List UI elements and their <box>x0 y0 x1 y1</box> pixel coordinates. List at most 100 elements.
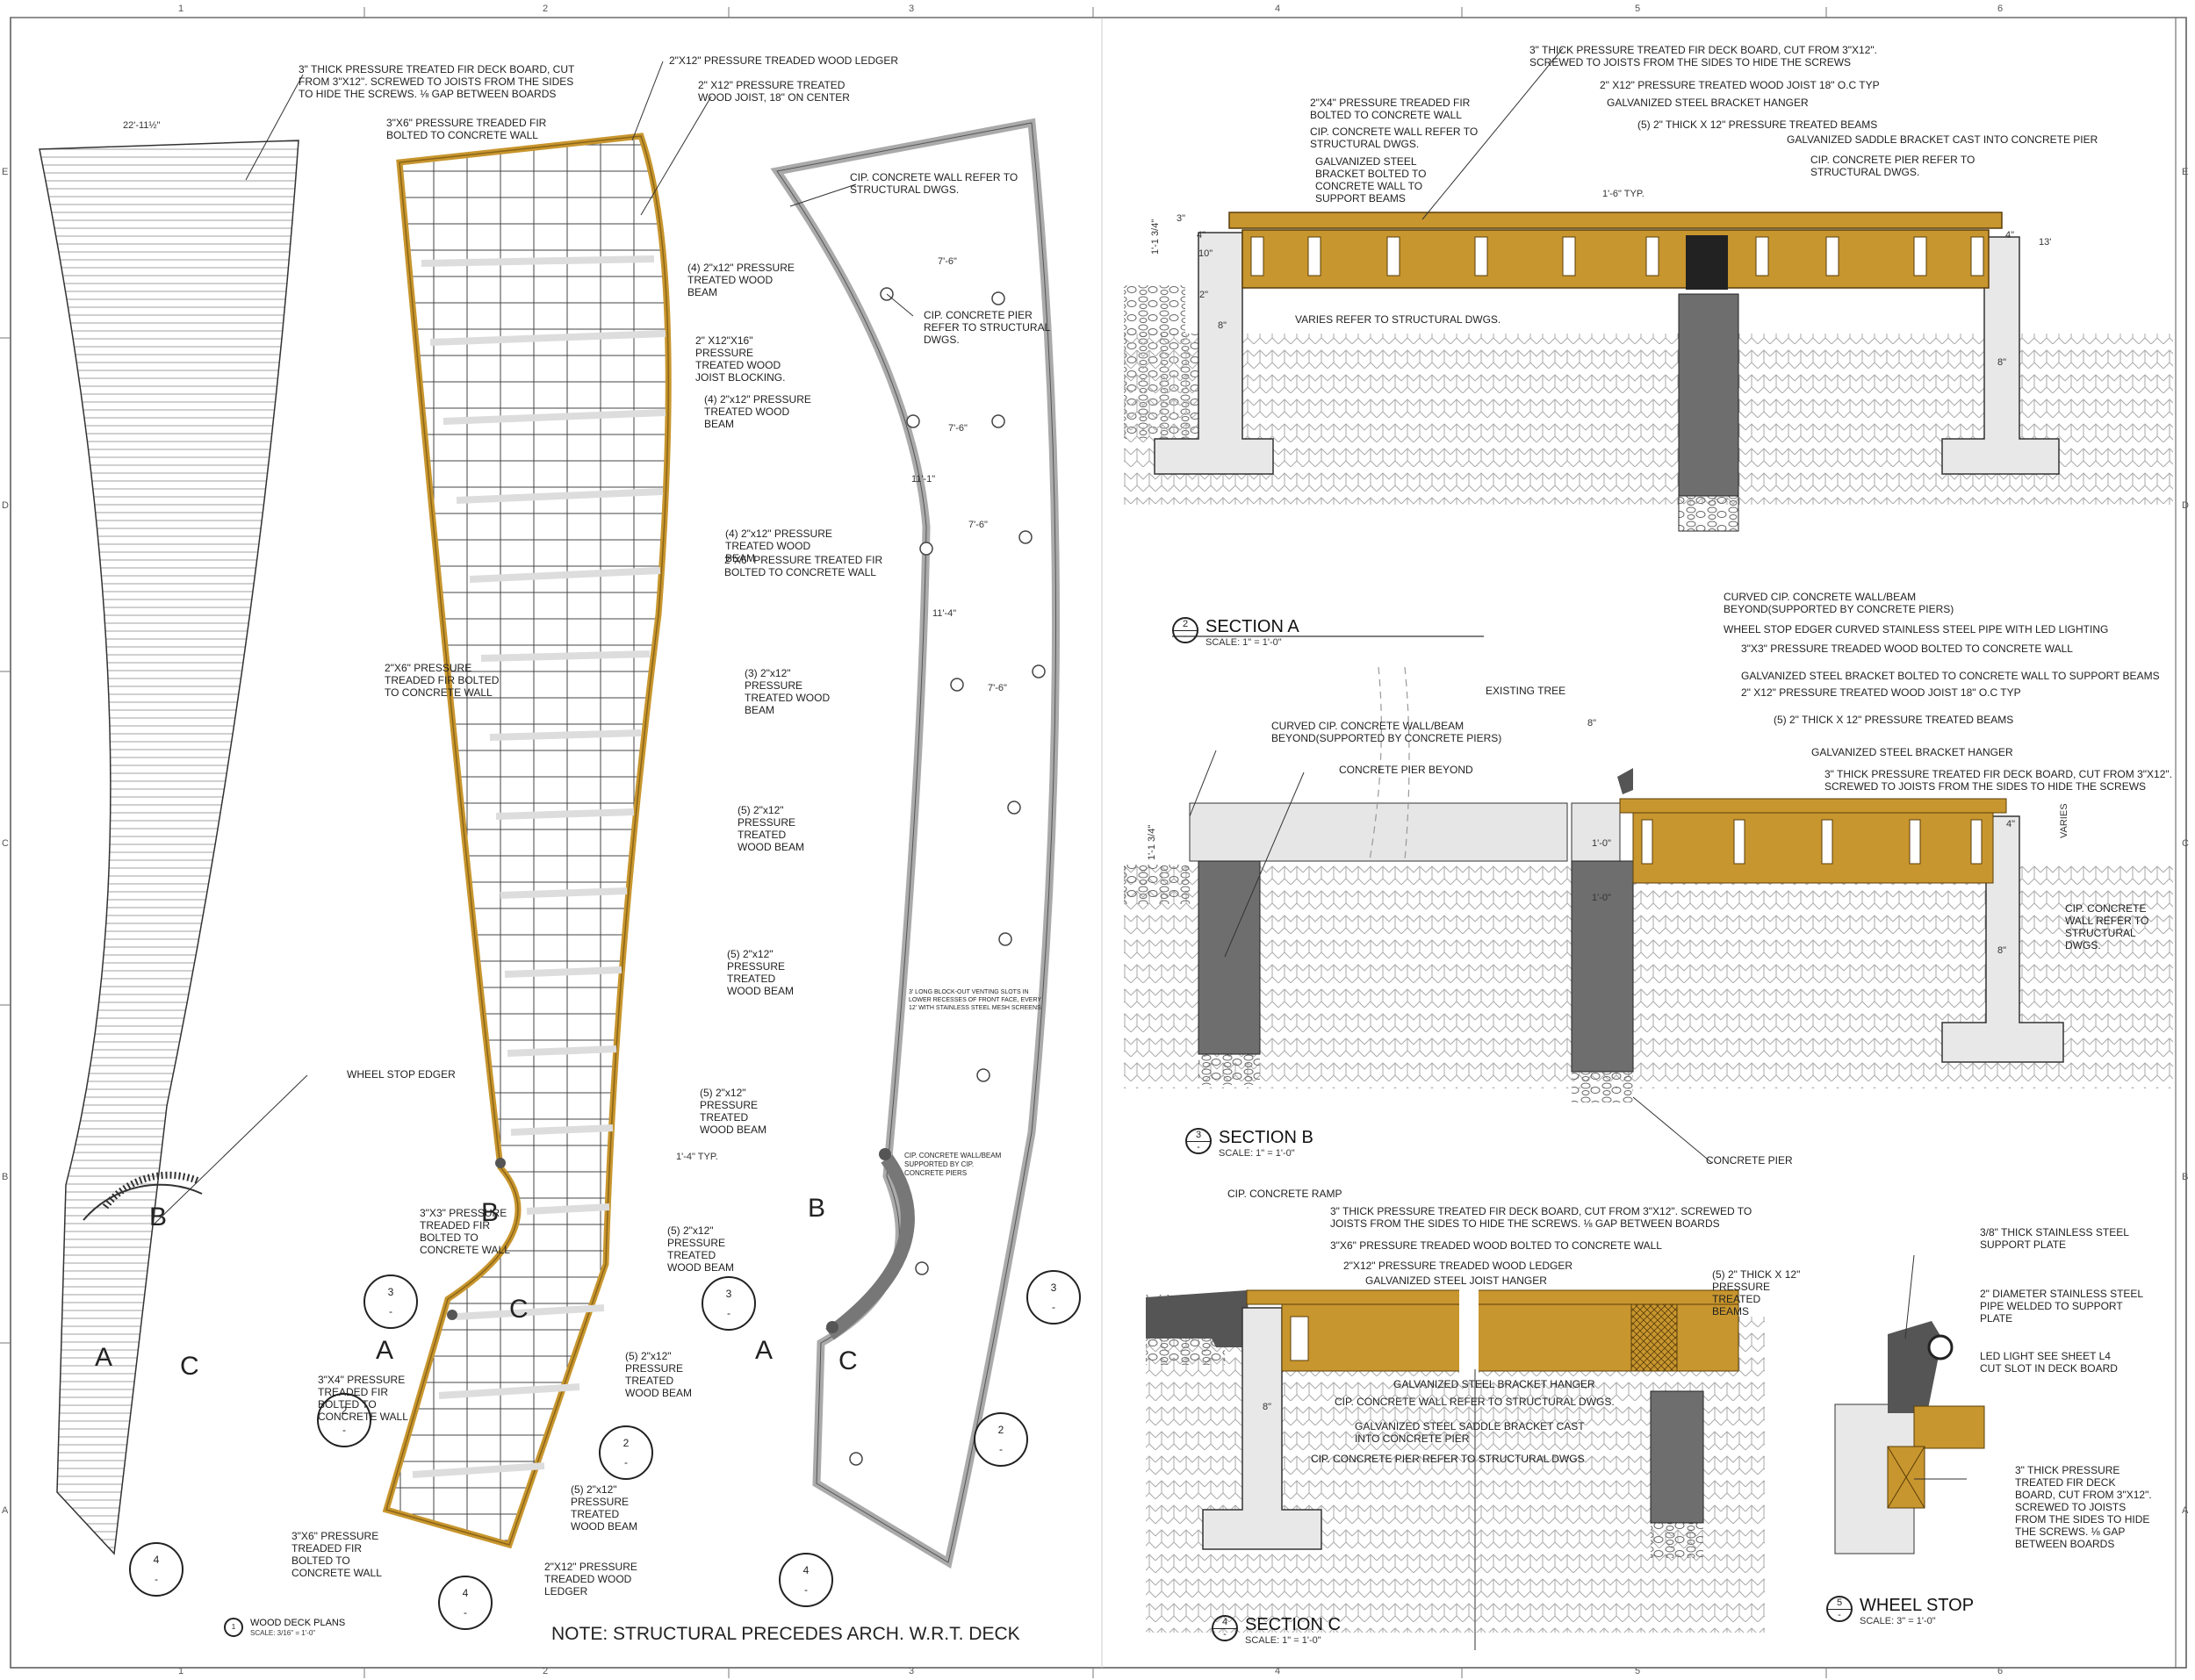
cip-beam-note: CIP. CONCRETE WALL/BEAM SUPPORTED BY CIP… <box>904 1152 1002 1177</box>
section-c-drawing <box>1146 1283 1765 1650</box>
grid-row-e-right: E <box>2182 167 2189 177</box>
grid-col-6-bottom: 6 <box>1997 1666 2004 1676</box>
beam-note-7: (5) 2"x12" PRESSURE TREATED WOOD BEAM <box>700 1087 767 1136</box>
section-c-scale: SCALE: 1" = 1'-0" <box>1245 1635 1321 1646</box>
blocking-note: 2" X12"X16" PRESSURE TREATED WOOD JOIST … <box>695 334 786 384</box>
section-c-pier-note: CIP. CONCRETE PIER REFER TO STRUCTURAL D… <box>1311 1453 1585 1465</box>
section-b-pier-beyond-note: CONCRETE PIER BEYOND <box>1339 764 1473 776</box>
ledger-bottom-note: 2"X12" PRESSURE TREADED WOOD LEDGER <box>544 1561 637 1597</box>
section-b-3x3-note: 3"X3" PRESSURE TREADED WOOD BOLTED TO CO… <box>1741 643 2073 655</box>
fir-mid-note: 2"X6" PRESSURE TREATED FIR BOLTED TO CON… <box>724 554 883 578</box>
plan3-tag-c: C <box>838 1346 858 1375</box>
section-a-wall-note: CIP. CONCRETE WALL REFER TO STRUCTURAL D… <box>1310 126 1479 150</box>
plan-marker-2c[interactable]: 2 <box>997 1424 1004 1436</box>
section-a-dim-2: 4" <box>1197 230 1206 241</box>
section-c-3x6-note: 3"X6" PRESSURE TREADED WOOD BOLTED TO CO… <box>1330 1239 1662 1252</box>
wheel-stop-deck-note: 3" THICK PRESSURE TREATED FIR DECK BOARD… <box>2015 1464 2152 1550</box>
section-a-dim-1: 3" <box>1177 213 1186 224</box>
fir-3x3-note: 3"X3" PRESSURE TREADED FIR BOLTED TO CON… <box>420 1207 510 1256</box>
section-a-title: SECTION A <box>1205 617 1299 636</box>
grid-col-5-bottom: 5 <box>1635 1666 1641 1676</box>
pier-dimension-4: 7'-6" <box>988 683 1007 693</box>
section-a-dim-4: 1'-1 3/4" <box>1150 219 1161 255</box>
grid-row-c: C <box>2 838 9 849</box>
section-b-drawing <box>1124 666 2173 1102</box>
joist-typ-dimension: 1'-4" TYP. <box>676 1152 718 1162</box>
section-b-curved-wall-note-2: CURVED CIP. CONCRETE WALL/BEAM BEYOND(SU… <box>1271 720 1502 744</box>
plan3-tag-a: A <box>755 1336 774 1365</box>
section-b-wall-note: CIP. CONCRETE WALL REFER TO STRUCTURAL D… <box>2065 902 2149 951</box>
section-b-tree-note: EXISTING TREE <box>1486 685 1566 697</box>
section-a-beams-note: (5) 2" THICK X 12" PRESSURE TREATED BEAM… <box>1637 118 1878 131</box>
plan-marker-4c[interactable]: 4 <box>802 1564 810 1576</box>
plan-title: WOOD DECK PLANS <box>250 1618 346 1628</box>
plan-marker-3a[interactable]: 3 <box>387 1286 394 1298</box>
wheel-stop-led-note: LED LIGHT SEE SHEET L4 CUT SLOT IN DECK … <box>1980 1350 2118 1375</box>
section-c-bubble: 4- <box>1212 1615 1238 1641</box>
plan2-tag-a: A <box>376 1336 394 1365</box>
plan-title-block: 1 WOOD DECK PLANS SCALE: 3/16" = 1'-0" <box>224 1618 345 1638</box>
section-c-ledger-note: 2"X12" PRESSURE TREADED WOOD LEDGER <box>1343 1260 1573 1272</box>
section-a-pier-note: CIP. CONCRETE PIER REFER TO STRUCTURAL D… <box>1810 154 1976 178</box>
grid-row-b: B <box>2 1172 9 1182</box>
section-a-typ-dim: 1'-6" TYP. <box>1602 189 1644 199</box>
plan-marker-2c-sheet: - <box>999 1443 1003 1455</box>
grid-row-a-right: A <box>2182 1505 2189 1516</box>
plan1-tag-a: A <box>95 1343 113 1372</box>
plan-marker-3b[interactable]: 3 <box>725 1288 732 1300</box>
section-b-dim-1: 8" <box>1587 718 1597 729</box>
grid-col-4-bottom: 4 <box>1275 1666 1281 1676</box>
plan-top-dimension: 22'-11½" <box>123 120 161 131</box>
fir-top-note: 3"X6" PRESSURE TREADED FIR BOLTED TO CON… <box>386 117 547 141</box>
plan-marker-4a[interactable]: 4 <box>153 1554 160 1566</box>
ledger-note: 2"X12" PRESSURE TREADED WOOD LEDGER <box>669 54 899 67</box>
beam-note-6: (5) 2"x12" PRESSURE TREATED WOOD BEAM <box>727 948 795 997</box>
section-a-bracket-note: GALVANIZED STEEL BRACKET BOLTED TO CONCR… <box>1315 155 1427 205</box>
grid-row-e: E <box>2 167 9 177</box>
plan-marker-2b[interactable]: 2 <box>623 1437 630 1449</box>
wheel-stop-bubble: 5- <box>1826 1596 1853 1622</box>
grid-row-a: A <box>2 1505 9 1516</box>
grid-col-2-bottom: 2 <box>543 1666 549 1676</box>
grid-row-b-right: B <box>2182 1172 2189 1182</box>
section-b-pier-note: CONCRETE PIER <box>1706 1154 1793 1167</box>
section-b-wheel-stop-note: WHEEL STOP EDGER CURVED STAINLESS STEEL … <box>1724 623 2109 635</box>
section-a-drawing <box>1124 212 2173 532</box>
plan-marker-4a-sheet: - <box>155 1573 158 1585</box>
plan1-tag-c: C <box>180 1352 199 1381</box>
grid-col-5: 5 <box>1635 4 1641 14</box>
wheel-stop-title: WHEEL STOP <box>1860 1596 1975 1615</box>
section-b-bracket-note: GALVANIZED STEEL BRACKET BOLTED TO CONCR… <box>1741 670 2160 682</box>
section-b-dim-2: 1'-1 3/4" <box>1147 824 1157 860</box>
section-a-dim-3: 10" <box>1198 248 1213 259</box>
grid-col-6: 6 <box>1997 4 2004 14</box>
beam-note-1: (4) 2"x12" PRESSURE TREATED WOOD BEAM <box>687 262 795 298</box>
pier-dimension-1: 7'-6" <box>938 256 957 267</box>
section-a-dim-8: 13' <box>2039 237 2052 248</box>
plan-marker-4b[interactable]: 4 <box>462 1587 469 1599</box>
section-a-joist-note: 2" X12" PRESSURE TREATED WOOD JOIST 18" … <box>1600 79 1880 91</box>
section-c-title-block: 4- SECTION C SCALE: 1" = 1'-0" <box>1212 1615 1341 1647</box>
section-b-dim-6: 8" <box>1997 945 2007 956</box>
plan2-tag-b: B <box>481 1198 500 1227</box>
plan-marker-3b-sheet: - <box>727 1307 730 1319</box>
section-a-hanger-note: GALVANIZED STEEL BRACKET HANGER <box>1607 97 1809 109</box>
section-b-title-block: 3- SECTION B SCALE: 1" = 1'-0" <box>1185 1128 1313 1159</box>
grid-row-c-right: C <box>2182 838 2189 849</box>
section-a-dim-5: 2" <box>1199 290 1209 300</box>
plan3-tag-b: B <box>808 1194 826 1223</box>
plan-marker-2a[interactable]: 2 <box>341 1404 348 1417</box>
grid-col-3-bottom: 3 <box>909 1666 915 1676</box>
plan-marker-3c[interactable]: 3 <box>1050 1282 1057 1294</box>
plan-marker-2a-sheet: - <box>342 1424 346 1436</box>
section-c-wall-note: CIP. CONCRETE WALL REFER TO STRUCTURAL D… <box>1335 1396 1615 1408</box>
section-a-title-block: 2- SECTION A SCALE: 1" = 1'-0" <box>1172 617 1299 649</box>
section-c-joist-hanger-note: GALVANIZED STEEL JOIST HANGER <box>1365 1274 1547 1287</box>
section-c-bracket-hanger-note: GALVANIZED STEEL BRACKET HANGER <box>1393 1378 1595 1390</box>
cip-wall-note: CIP. CONCRETE WALL REFER TO STRUCTURAL D… <box>850 171 1018 196</box>
framing-plan <box>382 133 672 1549</box>
section-a-deck-note: 3" THICK PRESSURE TREATED FIR DECK BOARD… <box>1529 44 1877 68</box>
grid-row-d: D <box>2 500 9 511</box>
plan-scale: SCALE: 3/16" = 1'-0" <box>250 1629 316 1637</box>
section-b-joist-note: 2" X12" PRESSURE TREATED WOOD JOIST 18" … <box>1741 686 2021 699</box>
